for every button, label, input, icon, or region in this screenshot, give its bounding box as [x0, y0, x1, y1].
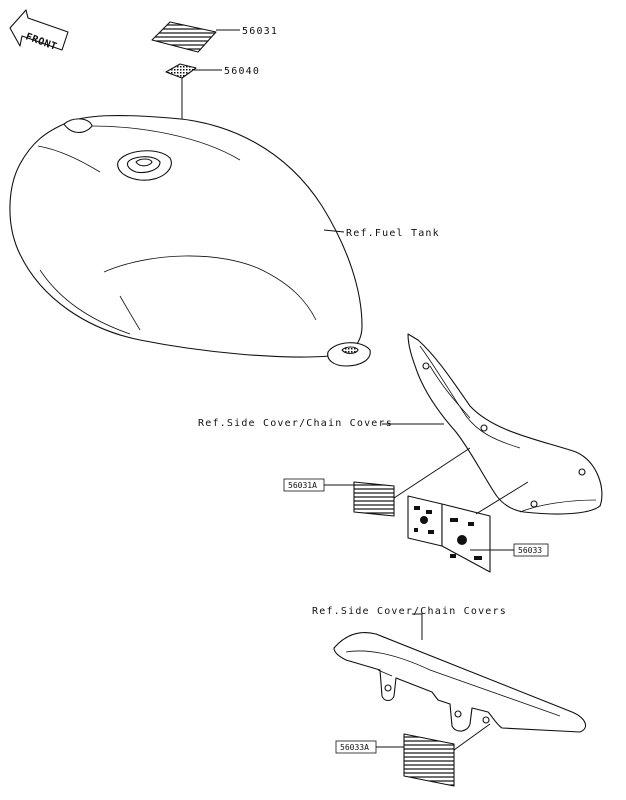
- decal-56031: [151, 21, 240, 53]
- callout-56033a: 56033A: [340, 743, 369, 752]
- callout-56031a: 56031A: [288, 481, 317, 490]
- fuel-tank: [9, 114, 371, 367]
- side-cover: [382, 333, 603, 515]
- decal-56031a: [283, 447, 471, 517]
- callout-ref-side-cover-2: Ref.Side Cover/Chain Covers: [312, 606, 507, 617]
- decal-56033: [407, 481, 549, 573]
- callout-56033: 56033: [518, 546, 542, 555]
- chain-cover: [333, 613, 587, 733]
- callout-56040: 56040: [224, 66, 260, 77]
- decal-56033a: [335, 723, 491, 787]
- callout-ref-fuel-tank: Ref.Fuel Tank: [346, 228, 440, 239]
- front-arrow-icon: [9, 9, 69, 51]
- front-marker: FRONT: [9, 9, 69, 53]
- callout-ref-side-cover-1: Ref.Side Cover/Chain Covers: [198, 418, 393, 429]
- callout-56031: 56031: [242, 26, 278, 37]
